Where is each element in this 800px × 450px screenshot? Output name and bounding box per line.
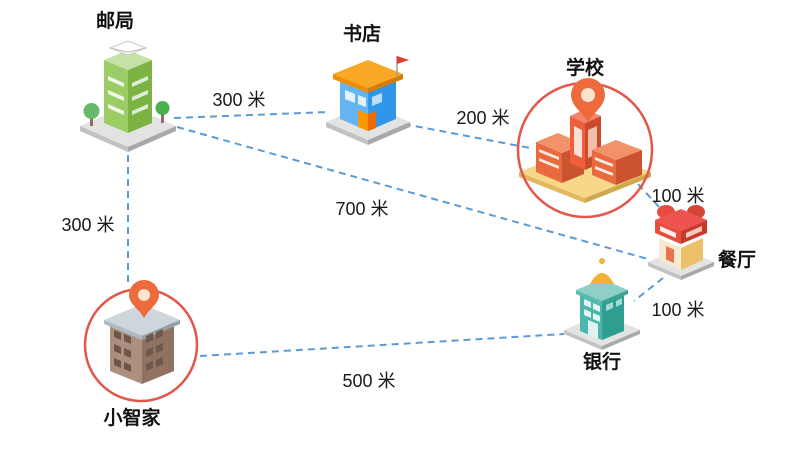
envelope-icon	[108, 40, 148, 56]
node-labels-layer: 邮局 书店 学校 餐厅 银行 小智家	[96, 10, 756, 429]
edge-post-office-restaurant	[176, 126, 649, 260]
home-location-pin-icon	[129, 280, 159, 318]
school-location-pin-icon	[571, 78, 605, 122]
distance-label-home-bank: 500 米	[342, 371, 395, 391]
node-label-home: 小智家	[103, 406, 161, 429]
bank-building	[564, 258, 640, 350]
distance-label-restaurant-bank: 100 米	[651, 300, 704, 320]
edge-restaurant-bank	[633, 277, 664, 302]
bank-dome-icon	[590, 258, 614, 284]
node-label-bank: 银行	[583, 350, 621, 373]
distance-labels-layer: 300 米 200 米 100 米 100 米 700 米 300 米 500 …	[61, 90, 704, 391]
node-label-bookstore: 书店	[343, 22, 381, 45]
school-building	[519, 109, 651, 203]
home-building	[104, 304, 180, 384]
edge-bookstore-school	[403, 123, 531, 149]
bookstore-building	[326, 56, 410, 145]
tree-icon	[83, 101, 170, 126]
restaurant-building	[648, 205, 714, 280]
distance-label-bookstore-school: 200 米	[456, 108, 509, 128]
edge-post-office-bookstore	[173, 111, 329, 119]
distance-label-post-office-restaurant: 700 米	[335, 199, 388, 219]
distance-label-post-office-home: 300 米	[61, 215, 114, 235]
post-office-building	[80, 40, 176, 152]
flag-icon	[396, 56, 409, 78]
node-label-restaurant: 餐厅	[718, 248, 756, 271]
distance-label-school-restaurant: 100 米	[651, 186, 704, 206]
node-label-post-office: 邮局	[96, 10, 134, 32]
distance-label-post-office-bookstore: 300 米	[212, 90, 265, 110]
node-label-school: 学校	[566, 56, 605, 79]
edge-home-bank	[199, 333, 565, 357]
